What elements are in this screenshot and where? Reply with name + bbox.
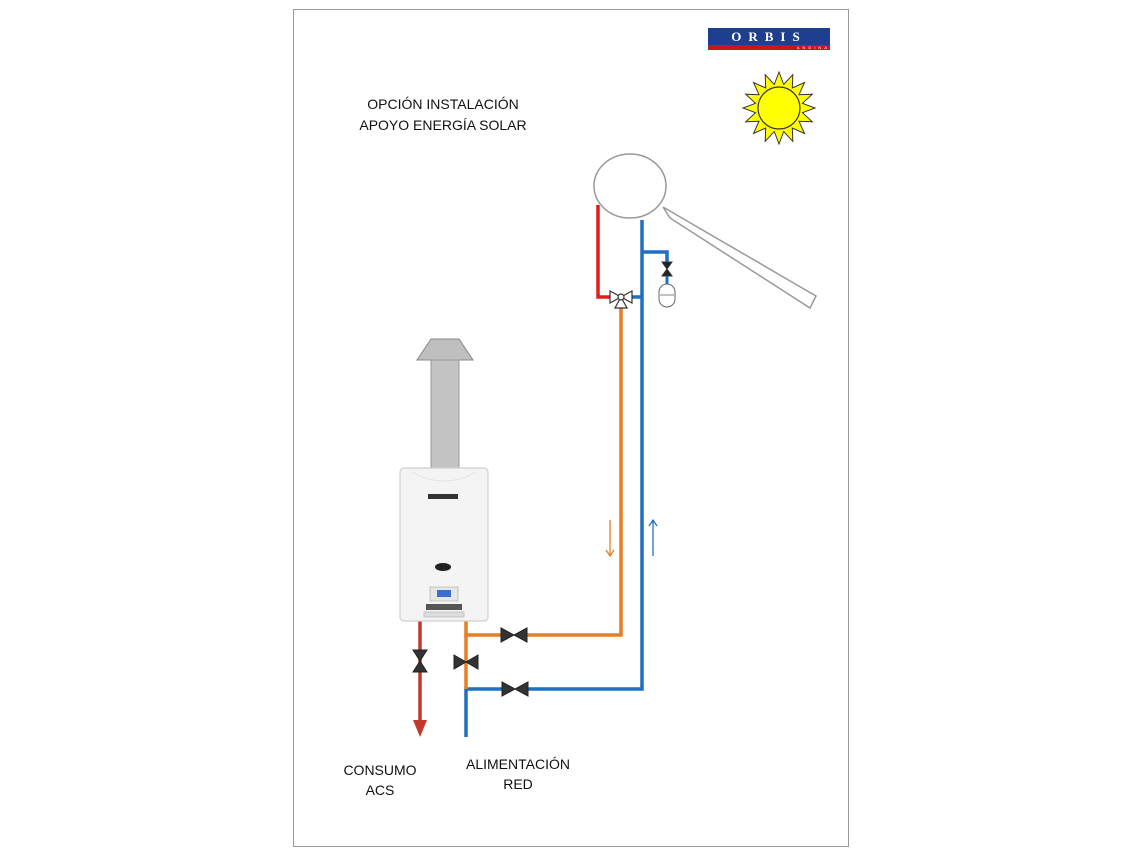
valve-icon (453, 654, 479, 670)
solar-hot-inlet-pipe (464, 621, 501, 637)
expansion-vessel-icon (658, 283, 676, 308)
valve-icon (661, 261, 673, 277)
water-heater-icon (399, 467, 489, 622)
alimentacion-label-line-2: RED (503, 776, 533, 792)
flow-up-arrow-icon (648, 518, 658, 556)
cold-water-riser-pipe (528, 220, 644, 691)
diagram-sheet (293, 9, 849, 847)
sun-icon (741, 70, 817, 146)
valve-icon (412, 649, 428, 673)
cold-water-feed-pipe (464, 687, 502, 737)
solar-panel-icon (662, 206, 817, 310)
diagram-title-line-2: APOYO ENERGÍA SOLAR (359, 117, 527, 133)
valve-icon (501, 681, 529, 697)
chimney-icon (416, 338, 474, 469)
solar-feed-pipe (596, 205, 612, 299)
brand-logo: ORBIS ANDINA (708, 28, 830, 50)
logo-sub-text: ANDINA (708, 45, 830, 50)
three-way-valve-icon (609, 289, 633, 309)
valve-icon (500, 627, 528, 643)
cold-water-branch-pipe (642, 250, 669, 262)
consumo-label-line-1: CONSUMO (343, 762, 417, 778)
diagram-title-line-1: OPCIÓN INSTALACIÓN (367, 96, 519, 112)
flow-down-arrow-icon (605, 520, 615, 558)
solar-tank-icon (593, 153, 667, 219)
solar-hot-pipe (527, 305, 623, 637)
hot-water-arrow-icon (413, 720, 427, 737)
consumo-label-line-2: ACS (365, 782, 395, 798)
alimentacion-label-line-1: ALIMENTACIÓN (466, 756, 570, 772)
logo-brand-text: ORBIS (708, 28, 830, 45)
